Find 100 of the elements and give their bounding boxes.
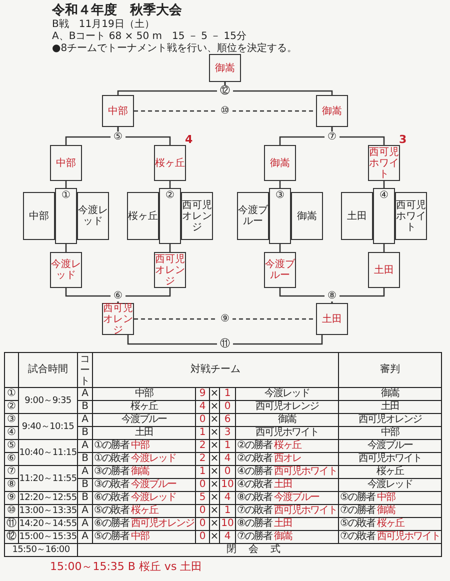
match-time: 9:00～9:35 (24, 394, 72, 406)
match-number: ⑩ (7, 505, 16, 517)
match-number: ⑤ (7, 440, 16, 452)
handwritten-team-name: 今渡レッド (51, 259, 81, 281)
slot-label: ③の敗者 (94, 479, 129, 491)
team-name: 西可児ホワイト (256, 427, 318, 439)
handwritten-score: 0 (199, 479, 206, 491)
team-name: 今渡ブルー (238, 205, 268, 227)
handwritten-score: 2 (199, 440, 206, 452)
handwritten-score: 2 (199, 453, 206, 465)
match-number: ⑥ (110, 290, 126, 302)
column-header: 対戦チーム (190, 364, 240, 376)
handwritten-score: 1 (224, 505, 231, 517)
slot-label: ②の勝者 (237, 440, 272, 452)
match-number: ⑫ (217, 86, 233, 96)
handwritten-team-name: 桜ヶ丘 (155, 158, 185, 168)
referee-name: 土田 (381, 401, 399, 413)
handwritten-score: 1 (199, 466, 206, 478)
slot-label: ⑦の勝者 (237, 531, 272, 543)
versus-mark: × (210, 440, 219, 452)
handwritten-score: 4 (199, 401, 206, 413)
bracket-line (224, 82, 333, 95)
handwritten-team-name: 御嵩 (130, 466, 149, 478)
versus-mark: × (210, 531, 219, 543)
match-number: ⑤ (110, 132, 126, 142)
slot-label: ⑦の勝者 (340, 505, 375, 517)
handwritten-team-name: 中部 (107, 106, 129, 116)
slot-label: ⑧の敗者 (237, 492, 272, 504)
match-number: ⑪ (6, 518, 16, 530)
handwritten-score: 0 (224, 401, 231, 413)
handwritten-score: 4 (224, 453, 231, 465)
team-box (341, 192, 373, 240)
handwritten-score: 4 (224, 492, 231, 504)
team-name: 土田 (135, 427, 153, 439)
handwritten-score: 0 (199, 531, 206, 543)
team-box (77, 192, 109, 240)
match-time: 11:20～11:55 (19, 472, 77, 484)
court-letter: A (82, 518, 88, 530)
slot-label: ⑤の勝者 (340, 492, 375, 504)
handwritten-team-name: 御嵩 (376, 505, 395, 517)
handwritten-score: 1 (224, 440, 231, 452)
court-letter: A (82, 466, 88, 478)
team-name: 西可児オレンジ (256, 401, 318, 413)
bracket-line (134, 318, 316, 320)
handwritten-team-name: 今渡ブルー (265, 259, 295, 281)
info-line: B戦 11月19日（土） (52, 19, 156, 31)
handwritten-score: 3 (399, 134, 407, 146)
handwritten-score: 1 (224, 388, 231, 400)
handwritten-note: 15:00～15:35 B 桜丘 vs 土田 (50, 560, 202, 573)
winner-box (50, 145, 82, 181)
match-number: ⑥ (7, 453, 16, 465)
handwritten-team-name: 西可児ホワイト (376, 531, 440, 543)
handwritten-team-name: 西可児オレンジ (130, 518, 194, 530)
referee-name: 御嵩 (381, 388, 399, 400)
team-box (237, 192, 269, 240)
slot-label: ③の勝者 (94, 466, 129, 478)
match-number: ⑧ (7, 479, 16, 491)
handwritten-team-name: 御嵩 (269, 158, 291, 168)
versus-mark: × (210, 479, 219, 491)
match-number: ① (7, 388, 16, 400)
slot-label: ④の敗者 (237, 479, 272, 491)
winner-box (368, 252, 400, 288)
versus-mark: × (210, 401, 219, 413)
handwritten-score: 4 (224, 531, 231, 543)
court-letter: B (82, 479, 88, 491)
team-name: 西可児オレンジ (182, 200, 212, 232)
slot-label: ⑥の勝者 (94, 518, 129, 530)
bracket-line (331, 127, 385, 145)
bracket-line (117, 127, 171, 145)
match-time: 12:20～12:55 (19, 492, 77, 504)
court-letter: A (82, 505, 88, 517)
team-name: 今渡レッド (78, 205, 108, 227)
title: 令和４年度 秋季大会 (52, 3, 183, 18)
winner-box (316, 95, 348, 127)
team-name: 御嵩 (278, 414, 296, 426)
team-box (127, 192, 159, 240)
slot-label: ⑤の勝者 (94, 531, 129, 543)
match-number: ⑨ (7, 492, 16, 504)
handwritten-score: 0 (199, 414, 206, 426)
versus-mark: × (210, 466, 219, 478)
column-header: 審判 (380, 364, 400, 376)
handwritten-score: 4 (185, 134, 193, 146)
handwritten-team-name: 土田 (373, 264, 395, 276)
court-letter: A (82, 531, 88, 543)
handwritten-team-name: 中部 (55, 158, 77, 168)
team-name: 西可児ホワイト (396, 200, 426, 232)
match-number: ⑦ (324, 132, 340, 142)
match-time: 9:40～10:15 (22, 420, 74, 432)
slot-label: ②の敗者 (237, 453, 272, 465)
bracket-line (134, 110, 316, 112)
slot-label: ⑤の敗者 (340, 518, 375, 530)
handwritten-score: 5 (199, 492, 206, 504)
handwritten-team-name: 桜ヶ丘 (130, 505, 158, 517)
handwritten-score: 0 (199, 518, 206, 530)
match-time: 15:50～16:00 (12, 544, 70, 556)
handwritten-score: 0 (224, 466, 231, 478)
handwritten-score: 3 (224, 427, 231, 439)
match-number: ② (7, 401, 16, 413)
winner-box (316, 303, 348, 335)
slot-label: ⑦の敗者 (237, 505, 272, 517)
